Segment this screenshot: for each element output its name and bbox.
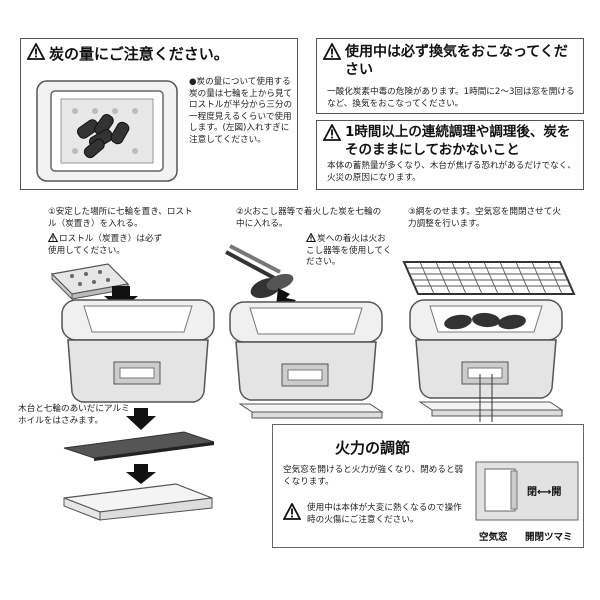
step3-text: ③網をのせます。空気窓を開閉させて火力調整を行います。 [408, 207, 561, 229]
long-use-warning-body: 本体の蓄熱量が多くなり、木台が焦げる恐れがあるだけでなく、火災の原因になります。 [327, 161, 576, 183]
air-window-illustration [475, 461, 579, 521]
long-use-warning-box: 1時間以上の連続調理や調理後、炭をそのままにしておかないこと 本体の蓄熱量が多く… [316, 120, 584, 190]
konro-body [61, 299, 215, 403]
step2-text: ②火おこし器等で着火した炭を七輪の中に入れる。 [236, 207, 382, 229]
step2-illustration [225, 244, 384, 419]
step2-note: 炭への着火は火おこし器等を使用してください。 [306, 233, 392, 269]
warning-icon [27, 43, 45, 60]
ventilation-warning-title: 使用中は必ず換気をおこなってください [345, 44, 568, 79]
step1-note-text: ロストル（炭置き）は必ず使用してください。 [48, 234, 163, 256]
knob-label: 開閉ツマミ [525, 532, 573, 543]
grill-net [402, 261, 576, 295]
heat-adjust-note: 使用中は本体が大変に熱くなるので操作時の火傷にご注意ください。 [283, 503, 467, 526]
warning-icon [306, 233, 316, 242]
heat-adjust-note-text: 使用中は本体が大変に熱くなるので操作時の火傷にご注意ください。 [307, 503, 462, 525]
charcoal-warning-heading: 炭の量にご注意ください。 [27, 43, 229, 64]
tongs [225, 244, 294, 299]
ventilation-warning-body: 一酸化炭素中毒の危険があります。1時間に2～3回は窓を開けるなど、換気をおこなっ… [327, 87, 575, 109]
foil-note-text: 木台と七輪のあいだにアルミホイルをはさみます。 [18, 404, 130, 426]
air-window-label: 空気窓 [479, 532, 508, 543]
step1-illustration [50, 263, 215, 521]
charcoal-warning-box: 炭の量にご注意ください。 ●炭の量について使用する炭の量は七輪を上から見てロスト… [20, 38, 298, 190]
step3-illustration [402, 261, 576, 422]
long-use-warning-heading: 1時間以上の連続調理や調理後、炭をそのままにしておかないこと [323, 124, 581, 159]
charcoal-warning-title: 炭の量にご注意ください。 [49, 45, 229, 63]
warning-icon [48, 233, 58, 242]
heat-adjust-body: 空気窓を開けると火力が強くなり、閉めると弱くなります。 [283, 465, 464, 487]
warning-icon [323, 43, 341, 60]
step1-text: ①安定した場所に七輪を置き、ロストル（炭置き）を入れる。 [48, 207, 193, 229]
heat-adjust-box: 火力の調節 空気窓を開けると火力が強くなり、閉めると弱くなります。 使用中は本体… [272, 424, 584, 548]
close-open-label: 閉⟷開 [527, 487, 562, 498]
ventilation-warning-heading: 使用中は必ず換気をおこなってください [323, 43, 579, 79]
warning-icon [283, 503, 301, 520]
charcoal-warning-body: ●炭の量について使用する炭の量は七輪を上から見てロストルが半分から三分の一程度見… [189, 77, 293, 145]
charcoal-topview-illustration [36, 80, 178, 182]
step1-note: ロストル（炭置き）は必ず使用してください。 [48, 233, 168, 257]
step2-note-text: 炭への着火は火おこし器等を使用してください。 [306, 234, 392, 268]
long-use-warning-title: 1時間以上の連続調理や調理後、炭をそのままにしておかないこと [345, 124, 571, 158]
ventilation-warning-box: 使用中は必ず換気をおこなってください 一酸化炭素中毒の危険があります。1時間に2… [316, 38, 584, 114]
warning-icon [323, 124, 341, 141]
heat-adjust-title: 火力の調節 [335, 439, 411, 457]
